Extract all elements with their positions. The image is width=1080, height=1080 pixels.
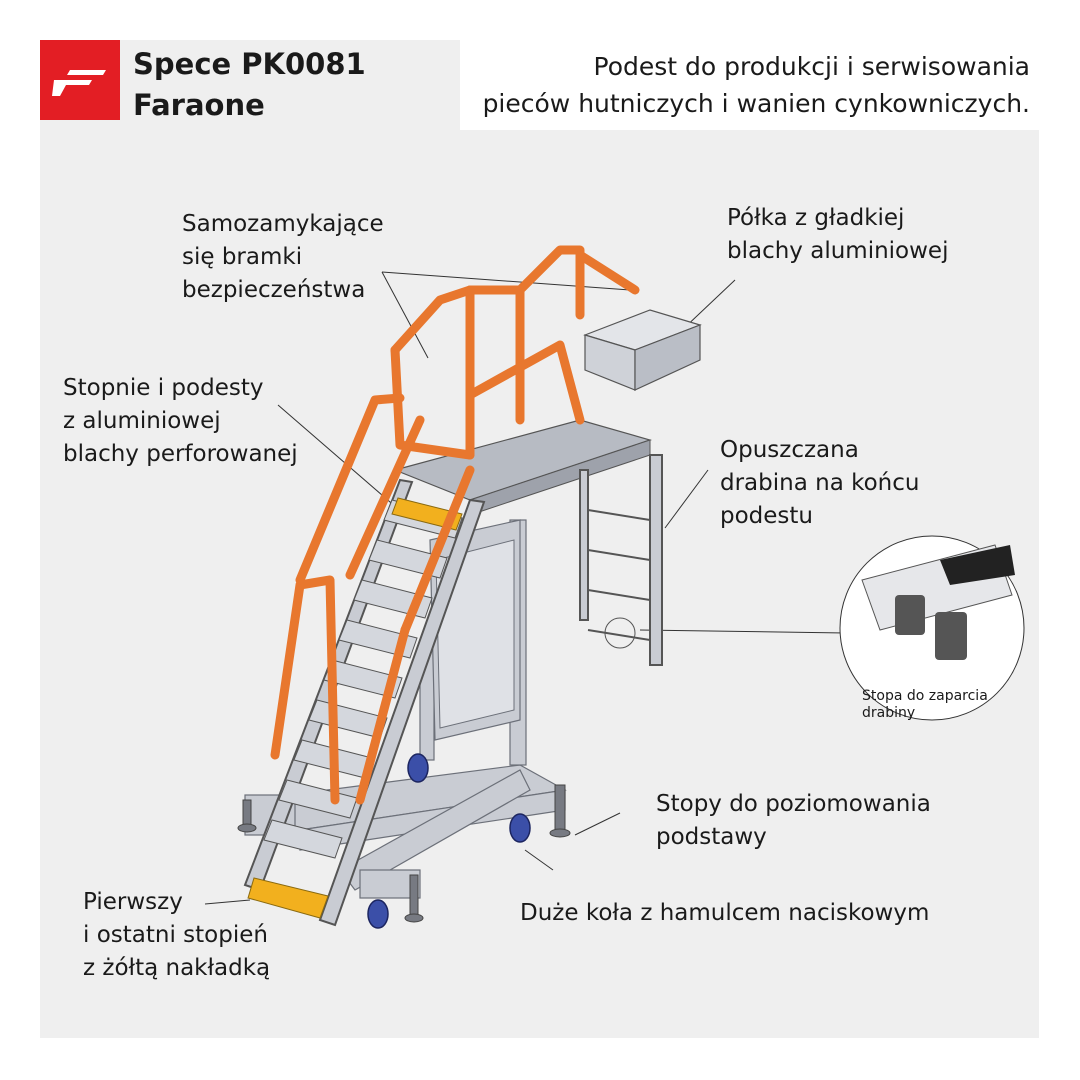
headline-line-2: pieców hutniczych i wanien cynkowniczych… bbox=[482, 89, 1030, 118]
callout-ladder-foot: Stopa do zaparcia drabiny bbox=[862, 688, 988, 721]
product-code: Spece PK0081 bbox=[133, 47, 366, 81]
platform-deck bbox=[393, 419, 653, 516]
leveling-feet bbox=[237, 784, 571, 923]
ladder-foot-detail bbox=[839, 535, 1025, 721]
safety-railings bbox=[270, 245, 640, 805]
brand-name: Faraone bbox=[133, 88, 265, 122]
callout-leveling-feet: Stopy do poziomowania podstawy bbox=[656, 791, 931, 850]
aluminium-shelf bbox=[583, 309, 702, 391]
wheels bbox=[367, 753, 531, 929]
headline: Podest do produkcji i serwisowania piecó… bbox=[483, 48, 1030, 122]
callout-wheels: Duże koła z hamulcem naciskowym bbox=[520, 900, 930, 926]
callout-gates: Samozamykające się bramki bezpieczeństwa bbox=[182, 211, 384, 303]
callout-shelf: Półka z gładkiej blachy aluminiowej bbox=[727, 205, 949, 264]
callout-ladder: Opuszczana drabina na końcu podestu bbox=[720, 437, 920, 529]
brand-title: Spece PK0081 Faraone bbox=[133, 44, 366, 126]
end-ladder bbox=[579, 454, 663, 666]
callout-steps: Stopnie i podesty z aluminiowej blachy p… bbox=[63, 375, 298, 467]
detail-marker bbox=[604, 617, 636, 649]
headline-line-1: Podest do produkcji i serwisowania bbox=[593, 52, 1030, 81]
faraone-logo-icon bbox=[40, 40, 120, 120]
base-frame bbox=[244, 764, 567, 899]
callout-first-last-step: Pierwszy i ostatni stopień z żółtą nakła… bbox=[83, 889, 271, 981]
frame-window bbox=[435, 539, 515, 729]
